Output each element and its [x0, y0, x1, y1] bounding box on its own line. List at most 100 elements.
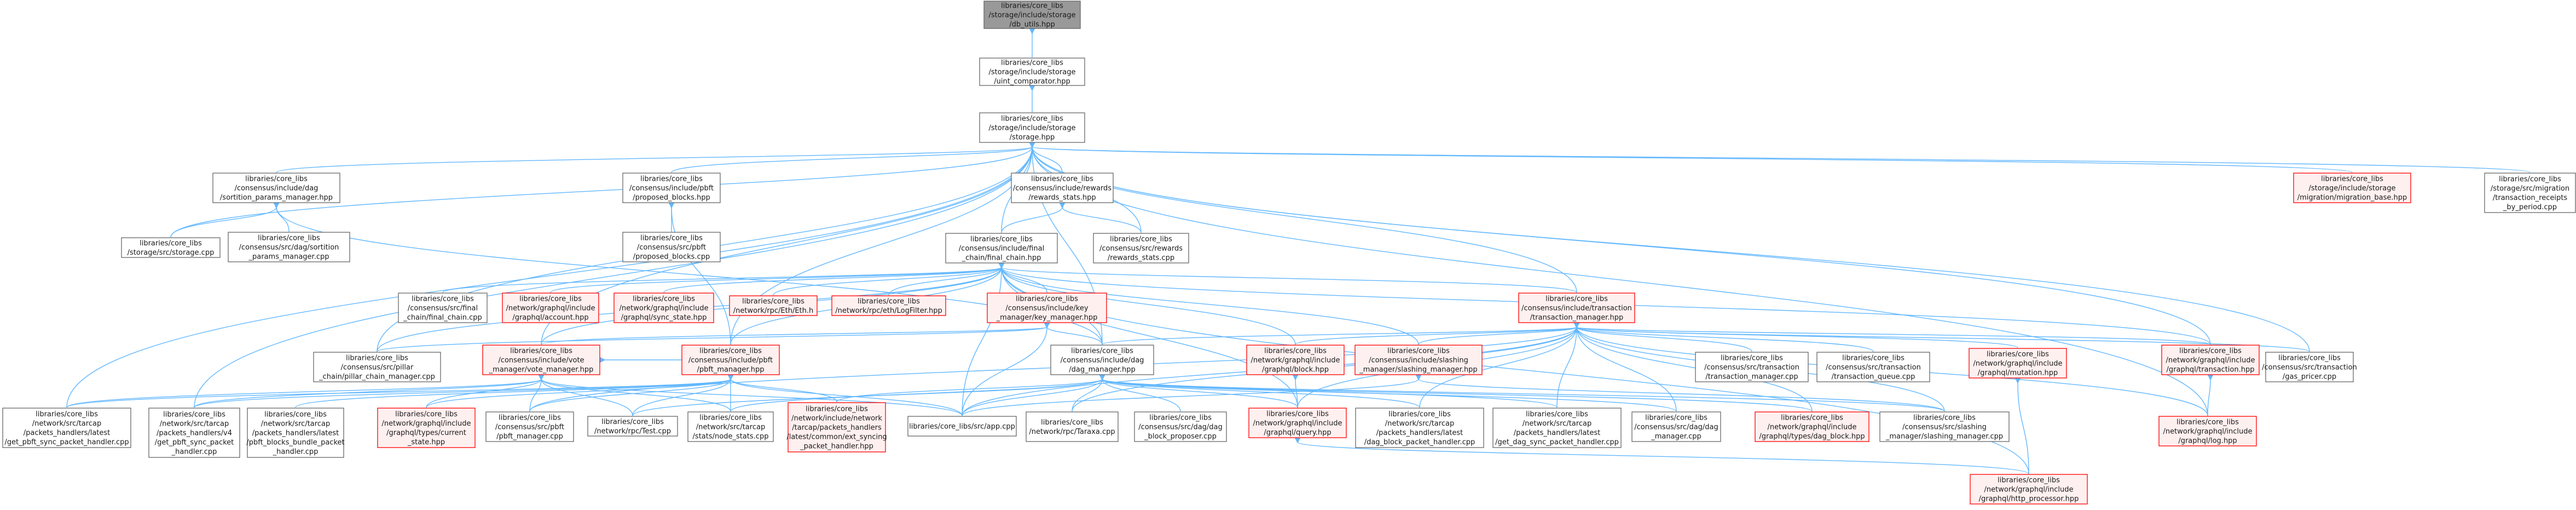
node-box[interactable]: [1492, 408, 1622, 448]
node-libraries-core-libs-consensus-src-rewards-rewards-stats-cpp[interactable]: libraries/core_libs/consensus/src/reward…: [1093, 233, 1189, 263]
node-box[interactable]: [1518, 293, 1635, 323]
node-box[interactable]: [1970, 474, 2088, 505]
node-libraries-core-libs-consensus-src-dag-dag-block-proposer-cpp[interactable]: libraries/core_libs/consensus/src/dag/da…: [1134, 411, 1227, 442]
node-libraries-core-libs-network-graphql-include-graphql-mutation-hpp[interactable]: libraries/core_libs/network/graphql/incl…: [1969, 348, 2067, 379]
node-libraries-core-libs-consensus-src-dag-dag-manager-cpp[interactable]: libraries/core_libs/consensus/src/dag/da…: [1631, 411, 1721, 442]
node-libraries-core-libs-storage-include-storage-uint-comparator-hpp[interactable]: libraries/core_libs/storage/include/stor…: [979, 58, 1085, 86]
node-box[interactable]: [1011, 173, 1114, 203]
node-libraries-core-libs-consensus-include-pbft-pbft-manager-hpp[interactable]: libraries/core_libs/consensus/include/pb…: [681, 345, 780, 375]
node-box[interactable]: [831, 295, 946, 316]
node-box[interactable]: [729, 295, 818, 316]
node-libraries-core-libs-network-include-network-tarcap-packets-handlers-latest-common-ext-syncing-packet-handler-hpp[interactable]: libraries/core_libs/network/include/netw…: [786, 402, 887, 452]
node-libraries-core-libs-network-src-tarcap-packets-handlers-v4-get-pbft-sync-packet-handler-cpp[interactable]: libraries/core_libs/network/src/tarcap/p…: [148, 408, 240, 458]
node-box[interactable]: [2158, 416, 2257, 446]
node-libraries-core-libs-network-rpc-test-cpp[interactable]: libraries/core_libs/network/rpc/Test.cpp: [587, 416, 678, 437]
node-box[interactable]: [622, 173, 721, 203]
node-libraries-core-libs-consensus-include-dag-dag-manager-hpp[interactable]: libraries/core_libs/consensus/include/da…: [1050, 345, 1154, 375]
node-libraries-core-libs-consensus-src-pbft-pbft-manager-cpp[interactable]: libraries/core_libs/consensus/src/pbft/p…: [485, 411, 574, 442]
node-libraries-core-libs-network-graphql-include-graphql-account-hpp[interactable]: libraries/core_libs/network/graphql/incl…: [502, 293, 599, 323]
node-libraries-core-libs-network-src-tarcap-packets-handlers-latest-pbft-blocks-bundle-packet-handler-cpp[interactable]: libraries/core_libs/network/src/tarcap/p…: [246, 408, 345, 458]
node-box[interactable]: [2293, 173, 2411, 203]
node-libraries-core-libs-consensus-include-transaction-transaction-manager-hpp[interactable]: libraries/core_libs/consensus/include/tr…: [1518, 293, 1635, 323]
node-libraries-core-libs-consensus-src-transaction-transaction-manager-cpp[interactable]: libraries/core_libs/consensus/src/transa…: [1695, 352, 1809, 382]
node-libraries-core-libs-consensus-src-slashing-manager-slashing-manager-cpp[interactable]: libraries/core_libs/consensus/src/slashi…: [1879, 411, 2010, 442]
node-libraries-core-libs-network-graphql-include-graphql-log-hpp[interactable]: libraries/core_libs/network/graphql/incl…: [2158, 416, 2257, 446]
node-libraries-core-libs-network-src-tarcap-packets-handlers-latest-get-dag-sync-packet-handler-cpp[interactable]: libraries/core_libs/network/src/tarcap/p…: [1492, 408, 1622, 448]
node-box[interactable]: [121, 237, 221, 258]
node-box[interactable]: [622, 232, 721, 262]
node-libraries-core-libs-consensus-include-dag-sortition-params-manager-hpp[interactable]: libraries/core_libs/consensus/include/da…: [212, 173, 340, 203]
node-box[interactable]: [482, 345, 600, 375]
node-libraries-core-libs-network-rpc-eth-logfilter-hpp[interactable]: libraries/core_libs/network/rpc/eth/LogF…: [831, 295, 946, 316]
node-box[interactable]: [313, 352, 441, 382]
node-libraries-core-libs-network-src-tarcap-packets-handlers-latest-get-pbft-sync-packet-handler-cpp[interactable]: libraries/core_libs/network/src/tarcap/p…: [2, 408, 131, 448]
node-box[interactable]: [1093, 233, 1189, 263]
node-libraries-core-libs-network-src-tarcap-stats-node-stats-cpp[interactable]: libraries/core_libs/network/src/tarcap/s…: [687, 411, 774, 442]
node-libraries-core-libs-consensus-src-transaction-transaction-queue-cpp[interactable]: libraries/core_libs/consensus/src/transa…: [1816, 352, 1930, 382]
node-box[interactable]: [1354, 345, 1483, 375]
node-libraries-core-libs-storage-include-storage-migration-migration-base-hpp[interactable]: libraries/core_libs/storage/include/stor…: [2293, 173, 2411, 203]
node-box[interactable]: [907, 416, 1017, 437]
node-libraries-core-libs-storage-include-storage-db-utils-hpp[interactable]: libraries/core_libs/storage/include/stor…: [983, 1, 1081, 29]
node-box[interactable]: [681, 345, 780, 375]
node-libraries-core-libs-consensus-src-final-chain-final-chain-cpp[interactable]: libraries/core_libs/consensus/src/final_…: [398, 293, 488, 323]
node-box[interactable]: [2265, 352, 2354, 382]
node-box[interactable]: [1050, 345, 1154, 375]
node-libraries-core-libs-network-graphql-include-graphql-types-current-state-hpp[interactable]: libraries/core_libs/network/graphql/incl…: [377, 408, 476, 448]
node-libraries-core-libs-network-graphql-include-graphql-sync-state-hpp[interactable]: libraries/core_libs/network/graphql/incl…: [613, 293, 714, 323]
node-libraries-core-libs-consensus-src-pillar-chain-pillar-chain-manager-cpp[interactable]: libraries/core_libs/consensus/src/pillar…: [313, 352, 441, 382]
node-box[interactable]: [613, 293, 714, 323]
node-libraries-core-libs-src-app-cpp[interactable]: libraries/core_libs/src/app.cpp: [907, 416, 1017, 437]
node-box[interactable]: [945, 233, 1058, 263]
node-libraries-core-libs-network-graphql-include-graphql-transaction-hpp[interactable]: libraries/core_libs/network/graphql/incl…: [2161, 345, 2260, 375]
node-box[interactable]: [788, 402, 886, 452]
node-libraries-core-libs-network-graphql-include-graphql-http-processor-hpp[interactable]: libraries/core_libs/network/graphql/incl…: [1970, 474, 2088, 505]
node-libraries-core-libs-storage-include-storage-storage-hpp[interactable]: libraries/core_libs/storage/include/stor…: [979, 112, 1085, 143]
node-libraries-core-libs-consensus-include-final-chain-final-chain-hpp[interactable]: libraries/core_libs/consensus/include/fi…: [945, 233, 1058, 263]
node-box[interactable]: [1755, 411, 1869, 442]
node-box[interactable]: [485, 411, 574, 442]
node-box[interactable]: [377, 408, 476, 448]
node-box[interactable]: [979, 112, 1085, 143]
node-libraries-core-libs-consensus-include-key-manager-key-manager-hpp[interactable]: libraries/core_libs/consensus/include/ke…: [987, 293, 1107, 323]
node-box[interactable]: [2161, 345, 2260, 375]
node-box[interactable]: [1246, 345, 1345, 375]
node-box[interactable]: [1695, 352, 1809, 382]
node-libraries-core-libs-network-rpc-eth-eth-h[interactable]: libraries/core_libs/network/rpc/Eth/Eth.…: [729, 295, 818, 316]
node-libraries-core-libs-storage-src-storage-cpp[interactable]: libraries/core_libs/storage/src/storage.…: [121, 237, 221, 258]
node-box[interactable]: [1969, 348, 2067, 379]
node-libraries-core-libs-consensus-src-dag-sortition-params-manager-cpp[interactable]: libraries/core_libs/consensus/src/dag/so…: [228, 232, 350, 262]
node-libraries-core-libs-network-src-tarcap-packets-handlers-latest-dag-block-packet-handler-cpp[interactable]: libraries/core_libs/network/src/tarcap/p…: [1355, 408, 1484, 448]
node-box[interactable]: [398, 293, 488, 323]
node-libraries-core-libs-network-graphql-include-graphql-block-hpp[interactable]: libraries/core_libs/network/graphql/incl…: [1246, 345, 1345, 375]
node-box[interactable]: [1879, 411, 2010, 442]
node-libraries-core-libs-consensus-include-slashing-manager-slashing-manager-hpp[interactable]: libraries/core_libs/consensus/include/sl…: [1354, 345, 1483, 375]
node-libraries-core-libs-network-rpc-taraxa-cpp[interactable]: libraries/core_libs/network/rpc/Taraxa.c…: [1026, 411, 1119, 442]
node-box[interactable]: [1248, 408, 1347, 438]
node-box[interactable]: [983, 1, 1081, 29]
node-libraries-core-libs-consensus-include-rewards-rewards-stats-hpp[interactable]: libraries/core_libs/consensus/include/re…: [1011, 173, 1114, 203]
node-box[interactable]: [228, 232, 350, 262]
node-box[interactable]: [587, 416, 678, 437]
node-box[interactable]: [502, 293, 599, 323]
node-libraries-core-libs-consensus-src-pbft-proposed-blocks-cpp[interactable]: libraries/core_libs/consensus/src/pbft/p…: [622, 232, 721, 262]
node-box[interactable]: [979, 58, 1085, 86]
node-box[interactable]: [1026, 411, 1119, 442]
node-box[interactable]: [987, 293, 1107, 323]
node-box[interactable]: [687, 411, 774, 442]
node-libraries-core-libs-network-graphql-include-graphql-query-hpp[interactable]: libraries/core_libs/network/graphql/incl…: [1248, 408, 1347, 438]
node-box[interactable]: [247, 408, 344, 458]
node-box[interactable]: [148, 408, 240, 458]
node-box[interactable]: [1631, 411, 1721, 442]
node-libraries-core-libs-consensus-include-pbft-proposed-blocks-hpp[interactable]: libraries/core_libs/consensus/include/pb…: [622, 173, 721, 203]
node-box[interactable]: [1355, 408, 1484, 448]
node-box[interactable]: [1134, 411, 1227, 442]
node-libraries-core-libs-consensus-src-transaction-gas-pricer-cpp[interactable]: libraries/core_libs/consensus/src/transa…: [2262, 352, 2357, 382]
node-box[interactable]: [2, 408, 131, 448]
node-box[interactable]: [1816, 352, 1930, 382]
node-libraries-core-libs-network-graphql-include-graphql-types-dag-block-hpp[interactable]: libraries/core_libs/network/graphql/incl…: [1755, 411, 1869, 442]
node-box[interactable]: [2484, 173, 2576, 213]
node-libraries-core-libs-storage-src-migration-transaction-receipts-by-period-cpp[interactable]: libraries/core_libs/storage/src/migratio…: [2484, 173, 2576, 213]
node-box[interactable]: [212, 173, 340, 203]
node-libraries-core-libs-consensus-include-vote-manager-vote-manager-hpp[interactable]: libraries/core_libs/consensus/include/vo…: [482, 345, 600, 375]
